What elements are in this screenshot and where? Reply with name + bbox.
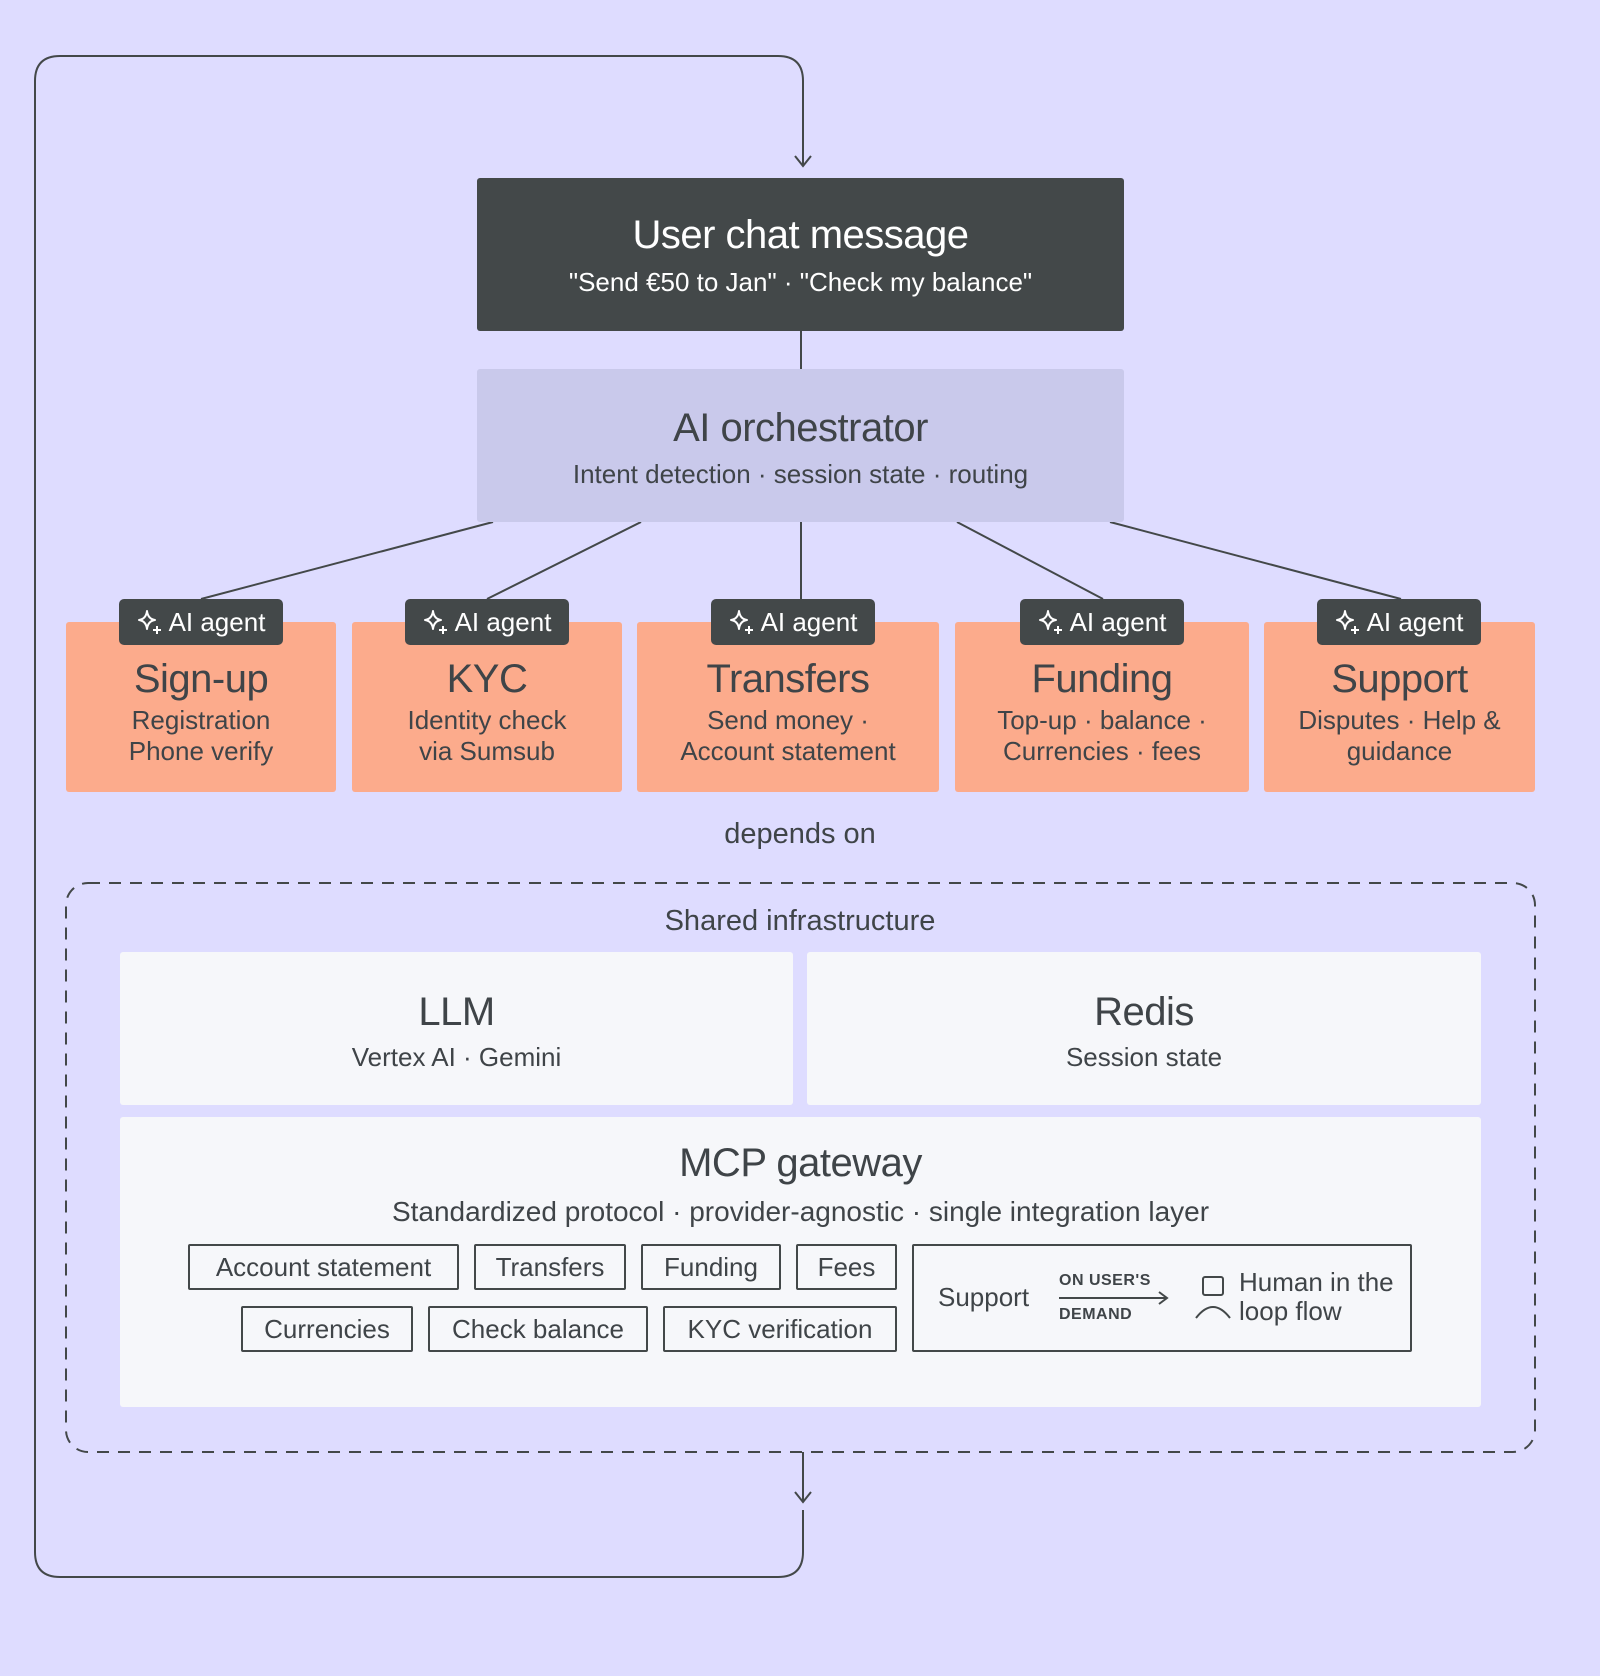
agent-desc-line2: Phone verify xyxy=(128,736,274,766)
person-icon xyxy=(1195,1276,1231,1319)
agent-desc-line1: Disputes · Help & xyxy=(1298,705,1501,735)
support-human-loop-box: Support ON USER'S DEMAND Human in the lo… xyxy=(912,1244,1412,1352)
llm-title: LLM xyxy=(418,990,495,1034)
demand-label: DEMAND xyxy=(1059,1306,1133,1323)
agent-badge-label: AI agent xyxy=(168,607,266,637)
agent-description: Send money · Account statement xyxy=(637,705,939,767)
human-in-the-loop-label: Human in the loop flow xyxy=(1239,1268,1399,1326)
human-line1: Human in the xyxy=(1239,1267,1394,1297)
shared-infrastructure-title: Shared infrastructure xyxy=(664,905,936,937)
orchestrator-to-kyc-line xyxy=(486,521,642,600)
infra-dashed-container xyxy=(65,882,1536,1453)
tool-tag-kyc-verification: KYC verification xyxy=(663,1306,897,1352)
sparkle-icon xyxy=(1038,610,1062,634)
tool-tag-currencies: Currencies xyxy=(241,1306,413,1352)
feedback-loop-line xyxy=(34,55,804,1578)
agent-desc-line2: Currencies · fees xyxy=(1003,736,1201,766)
on-users-demand-label: ON USER'S xyxy=(1059,1272,1151,1289)
tool-tag-funding: Funding xyxy=(641,1244,781,1290)
agent-desc-line2: guidance xyxy=(1346,736,1453,766)
agent-badge-label: AI agent xyxy=(1069,607,1167,637)
agent-card-kyc: KYC Identity check via Sumsub xyxy=(352,622,622,792)
agent-badge-label: AI agent xyxy=(454,607,552,637)
agent-title: KYC xyxy=(446,657,528,701)
orchestrator-subtitle: Intent detection · session state · routi… xyxy=(572,459,1029,489)
orchestrator-to-support-line xyxy=(1109,521,1402,600)
llm-box: LLM Vertex AI · Gemini xyxy=(120,952,793,1105)
llm-subtitle: Vertex AI · Gemini xyxy=(351,1042,562,1072)
agent-title: Funding xyxy=(1031,657,1173,701)
agent-title: Support xyxy=(1331,657,1468,701)
tool-tag-check-balance: Check balance xyxy=(428,1306,648,1352)
agent-badge: AI agent xyxy=(1317,599,1481,645)
agent-description: Disputes · Help & guidance xyxy=(1264,705,1535,767)
redis-box: Redis Session state xyxy=(807,952,1481,1105)
agent-badge-label: AI agent xyxy=(760,607,858,637)
agent-desc-line2: Account statement xyxy=(680,736,896,766)
mcp-title: MCP gateway xyxy=(679,1141,922,1185)
agent-desc-line1: Registration xyxy=(131,705,271,735)
agent-description: Top-up · balance · Currencies · fees xyxy=(955,705,1249,767)
user-chat-examples: "Send €50 to Jan" · "Check my balance" xyxy=(568,267,1033,297)
agent-badge: AI agent xyxy=(1020,599,1184,645)
mcp-subtitle: Standardized protocol · provider-agnosti… xyxy=(391,1196,1210,1227)
sparkle-icon xyxy=(1335,610,1359,634)
agent-desc-line2: via Sumsub xyxy=(419,736,555,766)
user-chat-title: User chat message xyxy=(632,213,969,257)
agent-badge: AI agent xyxy=(119,599,283,645)
orchestrator-to-signup-line xyxy=(200,521,494,600)
tool-tag-fees: Fees xyxy=(796,1244,897,1290)
infra-arrowhead xyxy=(794,1491,812,1504)
orchestrator-to-funding-line xyxy=(956,521,1104,600)
agent-title: Transfers xyxy=(706,657,870,701)
user-chat-message-box: User chat message "Send €50 to Jan" · "C… xyxy=(477,178,1124,331)
sparkle-icon xyxy=(137,610,161,634)
agent-description: Registration Phone verify xyxy=(66,705,336,767)
human-line2: loop flow xyxy=(1239,1296,1342,1326)
agent-card-signup: Sign-up Registration Phone verify xyxy=(66,622,336,792)
depends-on-label: depends on xyxy=(724,818,876,850)
sparkle-icon xyxy=(729,610,753,634)
agent-card-transfers: Transfers Send money · Account statement xyxy=(637,622,939,792)
redis-subtitle: Session state xyxy=(1065,1042,1223,1072)
support-label: Support xyxy=(938,1282,1030,1312)
mcp-gateway-box: MCP gateway Standardized protocol · prov… xyxy=(120,1117,1481,1407)
agent-description: Identity check via Sumsub xyxy=(352,705,622,767)
loop-arrowhead-top xyxy=(794,155,812,168)
orchestrator-title: AI orchestrator xyxy=(673,406,928,450)
agent-card-support: Support Disputes · Help & guidance xyxy=(1264,622,1535,792)
agent-badge: AI agent xyxy=(405,599,569,645)
sparkle-icon xyxy=(423,610,447,634)
agent-badge: AI agent xyxy=(711,599,875,645)
agent-desc-line1: Send money · xyxy=(707,705,869,735)
ai-orchestrator-box: AI orchestrator Intent detection · sessi… xyxy=(477,369,1124,522)
agent-desc-line1: Identity check xyxy=(407,705,567,735)
agent-badge-label: AI agent xyxy=(1366,607,1464,637)
agent-card-funding: Funding Top-up · balance · Currencies · … xyxy=(955,622,1249,792)
agent-desc-line1: Top-up · balance · xyxy=(997,705,1207,735)
agent-title: Sign-up xyxy=(133,657,269,701)
tool-tag-transfers: Transfers xyxy=(474,1244,626,1290)
tool-tag-account-statement: Account statement xyxy=(188,1244,459,1290)
redis-title: Redis xyxy=(1094,990,1194,1034)
arrow-right-icon xyxy=(1059,1291,1169,1305)
